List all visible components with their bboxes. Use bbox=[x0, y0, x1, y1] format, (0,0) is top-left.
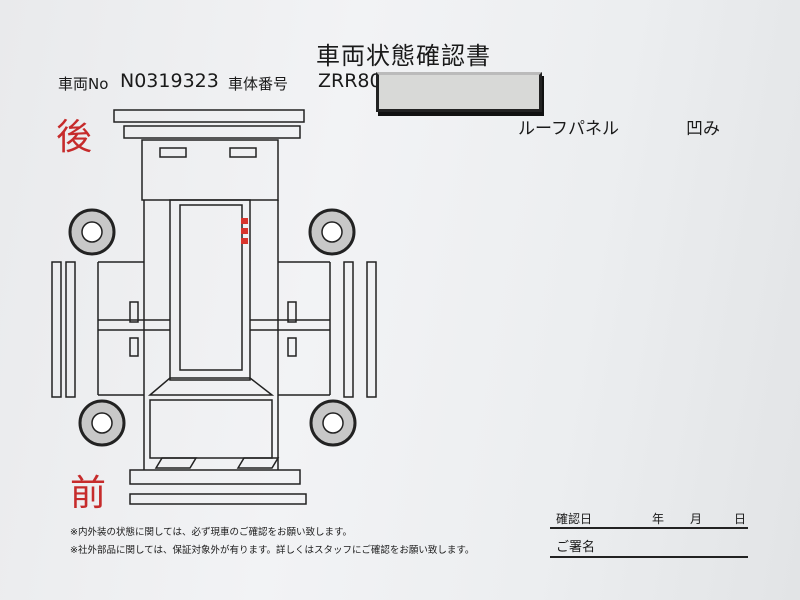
roof-panel bbox=[169, 199, 251, 381]
rear-bumper bbox=[123, 125, 301, 139]
door-handle bbox=[287, 301, 297, 323]
headlights bbox=[154, 457, 280, 469]
rear-gate bbox=[141, 139, 279, 201]
chassis-no-value: ZRR80 bbox=[318, 70, 382, 92]
rear-light-left bbox=[159, 147, 187, 158]
wheels bbox=[68, 208, 357, 447]
door-handle bbox=[287, 337, 297, 357]
note-1: ※内外装の状態に関しては、必ず現車のご確認をお願い致します。 bbox=[70, 527, 353, 538]
front-bumper bbox=[129, 469, 301, 485]
rear-bumper-top bbox=[113, 109, 305, 123]
body-sides bbox=[97, 200, 331, 470]
door-handle bbox=[129, 337, 139, 357]
signature-line[interactable] bbox=[550, 556, 748, 558]
vehicle-no-label: 車両No bbox=[58, 75, 109, 93]
month-label: 月 bbox=[690, 512, 703, 526]
confirm-date-label: 確認日 bbox=[556, 512, 593, 526]
door-handle bbox=[129, 301, 139, 323]
note-2: ※社外部品に関しては、保証対象外が有ります。詳しくはスタッフにご確認をお願い致し… bbox=[70, 545, 475, 556]
document-title: 車両状態確認書 bbox=[316, 42, 491, 70]
rear-label: 後 bbox=[56, 117, 93, 158]
door-lines bbox=[98, 319, 330, 331]
front-label: 前 bbox=[70, 473, 107, 514]
roof-inner bbox=[179, 204, 243, 371]
side-skirt-left-outer bbox=[51, 261, 62, 398]
date-underline bbox=[550, 527, 748, 529]
side-skirt-right-outer bbox=[366, 261, 377, 398]
damage-part: ルーフパネル bbox=[518, 119, 619, 139]
side-skirt-right-inner bbox=[343, 261, 354, 398]
damage-mark bbox=[241, 218, 248, 244]
vehicle-no-value: N0319323 bbox=[120, 70, 219, 92]
front-bumper-lower bbox=[129, 493, 307, 505]
side-skirt-left-inner bbox=[65, 261, 76, 398]
damage-condition: 凹み bbox=[686, 119, 720, 139]
redaction-sticker bbox=[376, 72, 542, 112]
windshield bbox=[147, 377, 275, 396]
rear-light-right bbox=[229, 147, 257, 158]
day-label: 日 bbox=[734, 512, 747, 526]
year-label: 年 bbox=[652, 512, 665, 526]
chassis-no-label: 車体番号 bbox=[228, 75, 289, 93]
signature-label: ご署名 bbox=[556, 540, 596, 555]
hood bbox=[149, 399, 273, 459]
